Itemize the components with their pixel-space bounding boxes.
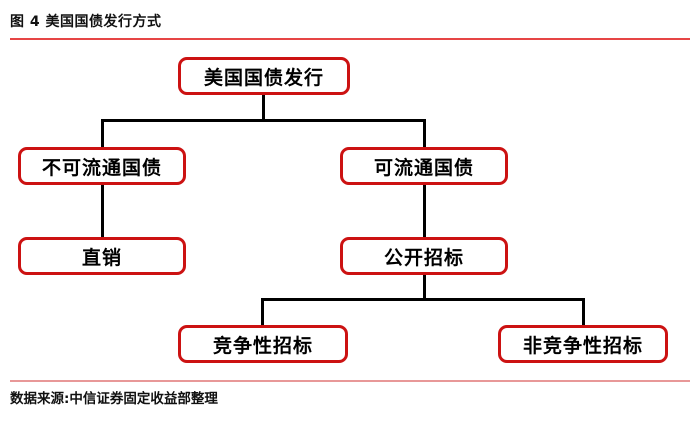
node-marketable-treasury: 可流通国债 xyxy=(340,147,508,185)
connector-line xyxy=(423,275,426,301)
header-rule xyxy=(10,38,690,40)
node-nonmarketable-treasury: 不可流通国债 xyxy=(18,147,186,185)
connector-line xyxy=(101,185,104,237)
connector-line xyxy=(262,95,265,122)
connector-line xyxy=(101,119,104,147)
node-competitive-bidding: 竞争性招标 xyxy=(178,325,348,363)
connector-line xyxy=(582,298,585,325)
connector-line xyxy=(423,185,426,237)
data-source-caption: 数据来源:中信证券固定收益部整理 xyxy=(10,391,218,407)
node-noncompetitive-bidding: 非竞争性招标 xyxy=(498,325,668,363)
footer-rule xyxy=(10,380,690,382)
connector-line xyxy=(101,119,426,122)
connector-line xyxy=(423,119,426,147)
node-public-auction: 公开招标 xyxy=(340,237,508,275)
figure-title: 图 4 美国国债发行方式 xyxy=(10,14,162,30)
connector-line xyxy=(261,298,585,301)
connector-line xyxy=(261,298,264,325)
node-us-treasury-issuance: 美国国债发行 xyxy=(178,57,350,95)
node-direct-sale: 直销 xyxy=(18,237,186,275)
